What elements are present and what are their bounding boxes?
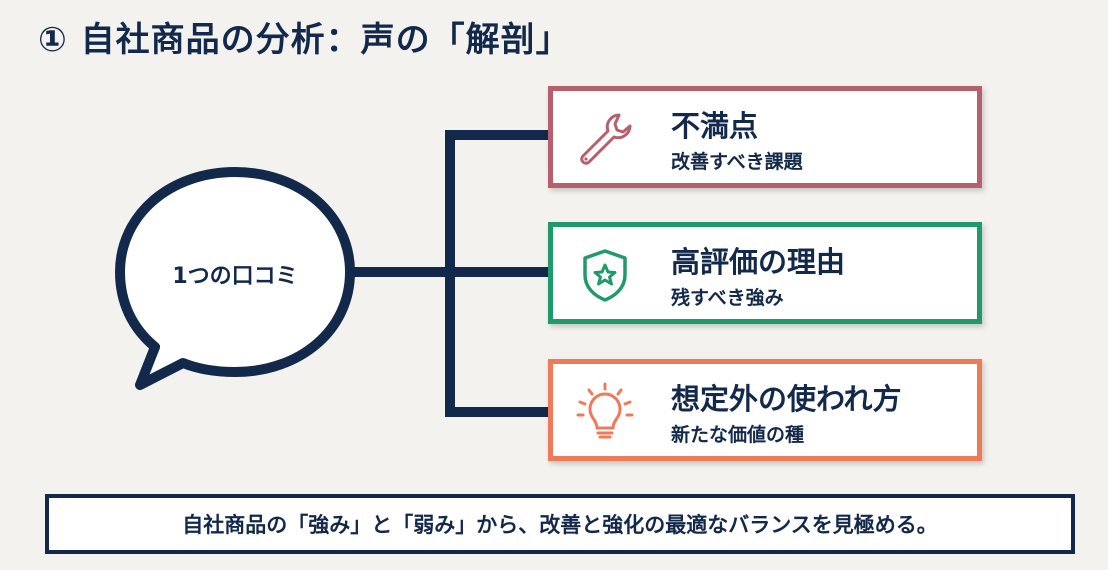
lightbulb-icon [576,382,634,439]
card-title: 想定外の使われ方 [671,382,902,416]
page-title: ① 自社商品の分析：声の「解剖」 [38,20,571,60]
connector-lines [350,130,550,417]
card-title: 不満点 [671,109,759,143]
card-subtitle: 新たな価値の種 [671,424,805,446]
bubble-label: 1つの口コミ [172,264,298,289]
card-title: 高評価の理由 [671,245,846,279]
card-subtitle: 改善すべき課題 [671,151,803,173]
summary-box: 自社商品の「強み」と「弱み」から、改善と強化の最適なバランスを見極める。 [45,494,1075,554]
card-unexpected-use: 想定外の使われ方 新たな価値の種 [548,359,982,461]
card-subtitle: 残すべき強み [671,287,784,309]
wrench-icon [580,113,632,165]
card-praise: 高評価の理由 残すべき強み [548,222,982,324]
shield-star-icon [583,249,627,302]
summary-text: 自社商品の「強み」と「弱み」から、改善と強化の最適なバランスを見極める。 [182,513,938,537]
card-complaints: 不満点 改善すべき課題 [548,86,982,188]
speech-bubble-icon [115,167,355,390]
